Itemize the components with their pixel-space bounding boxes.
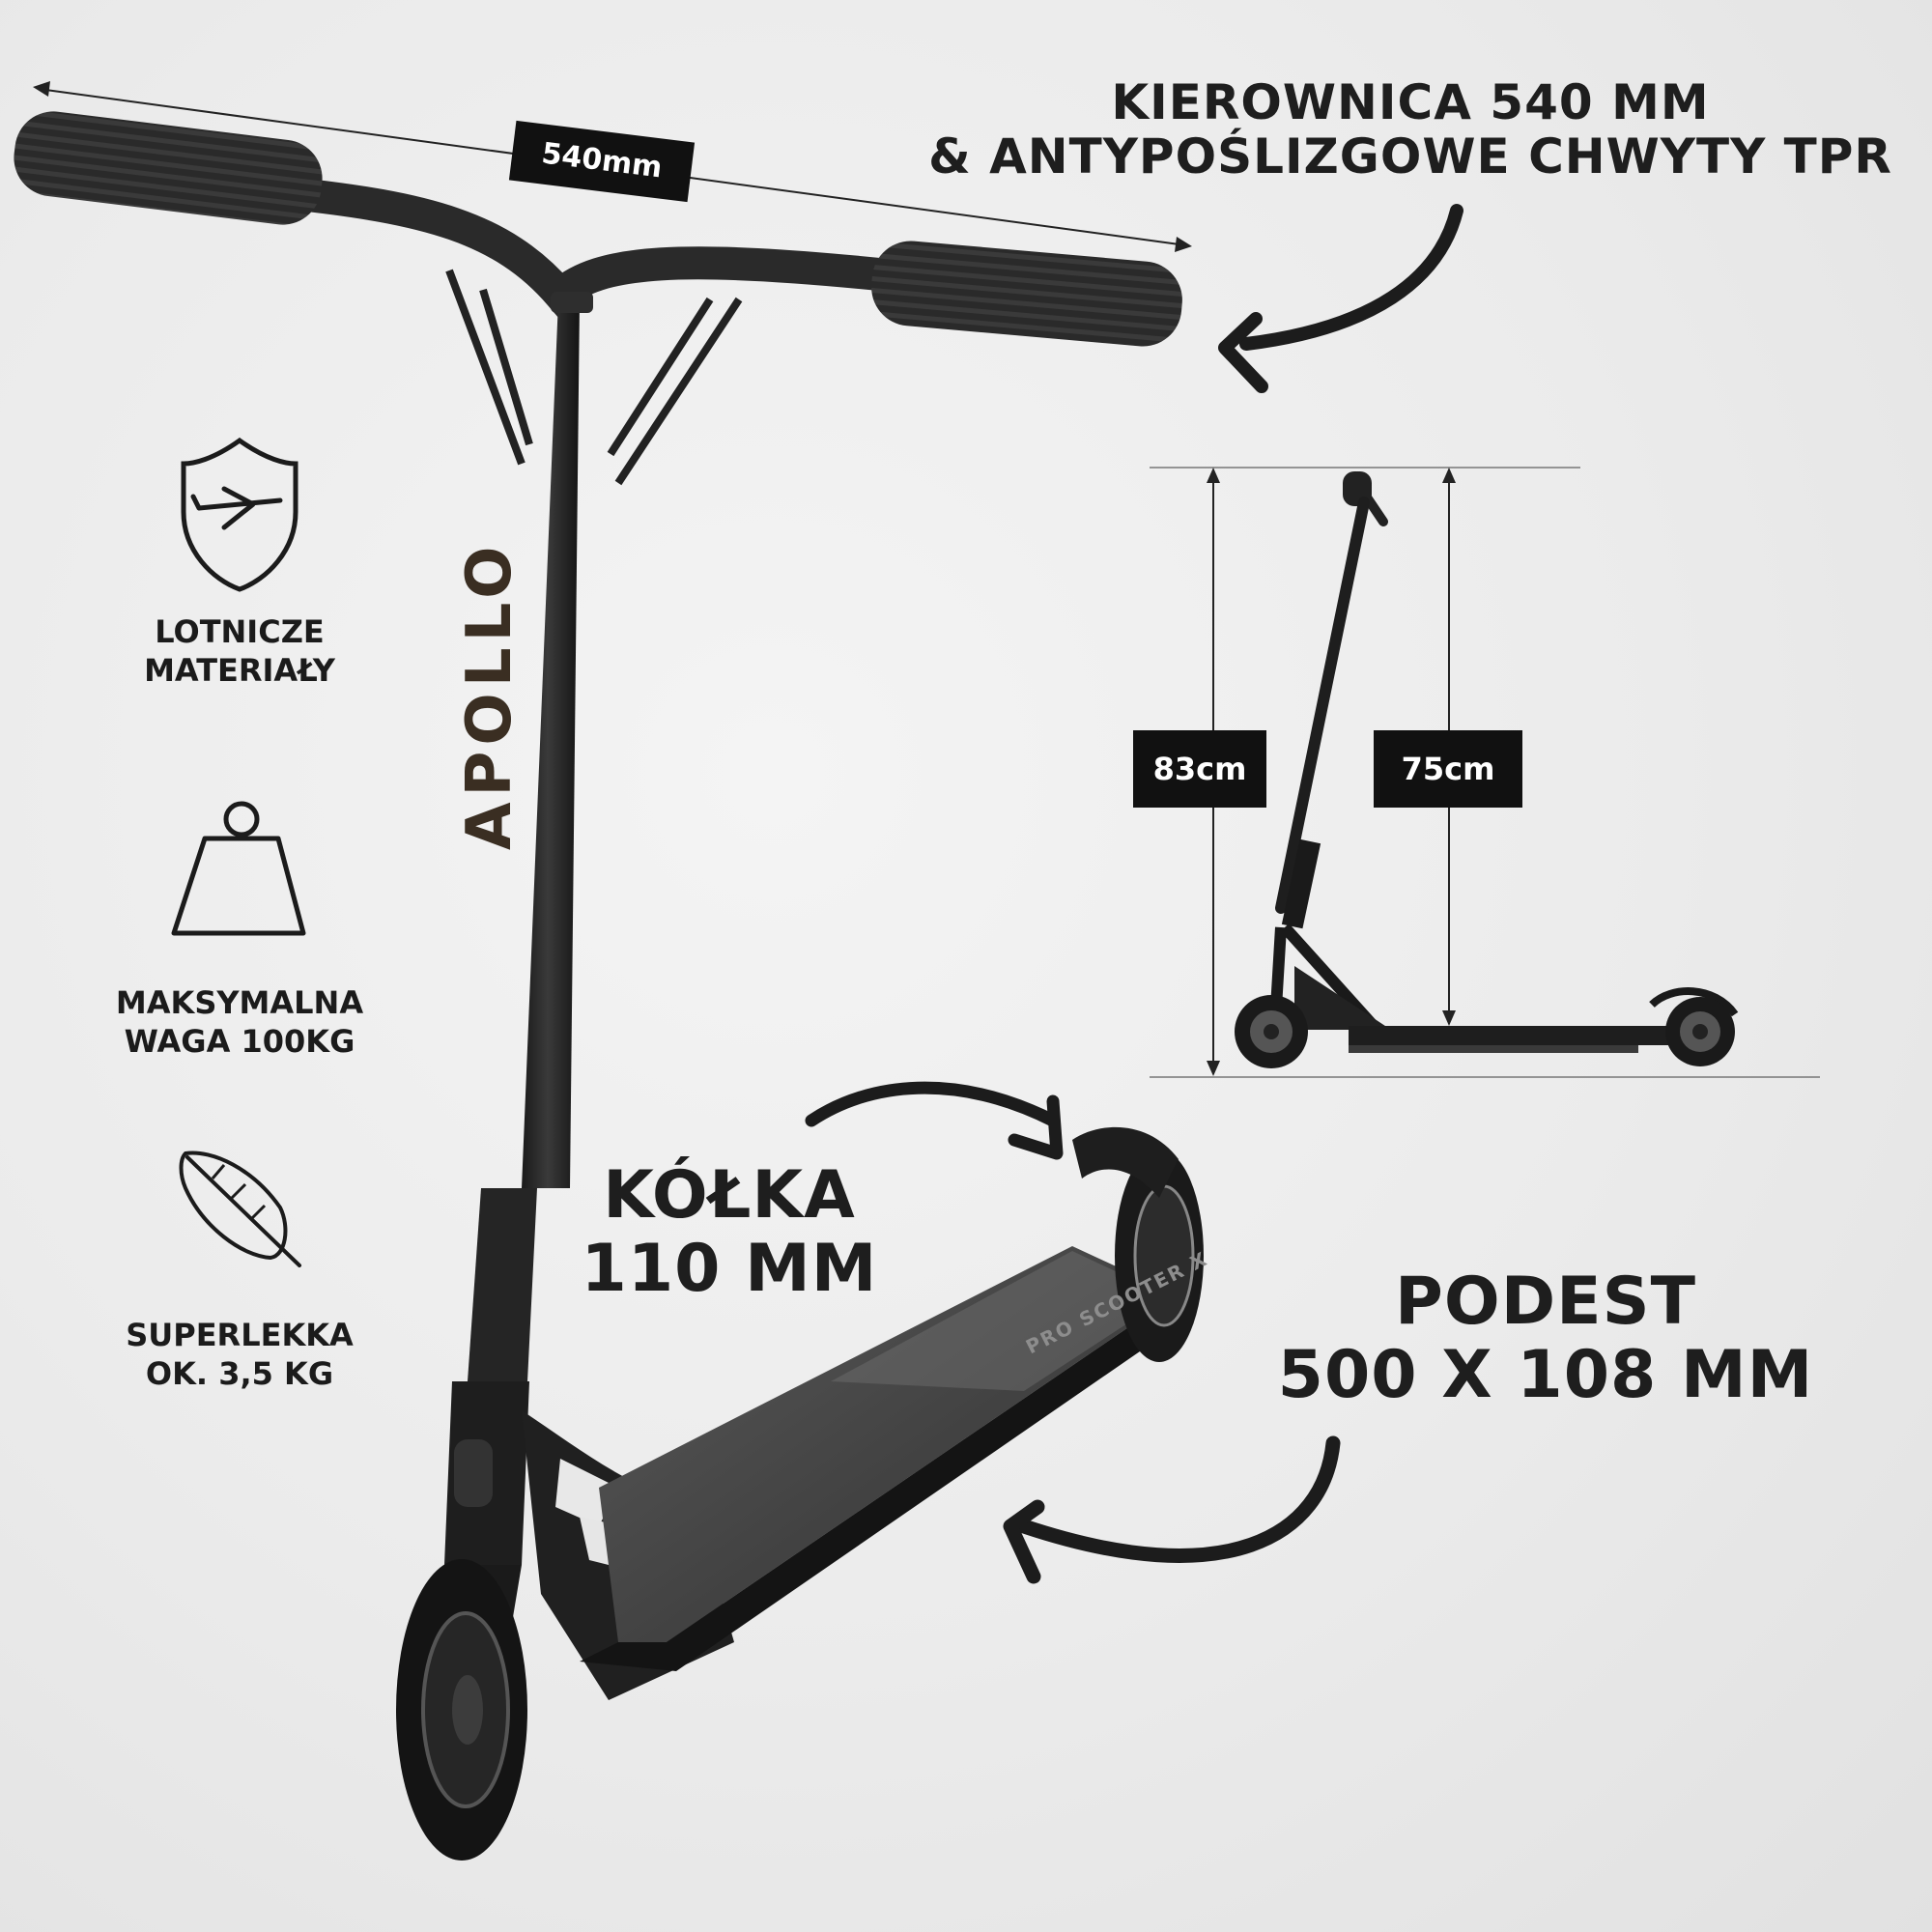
grip-right bbox=[871, 241, 1182, 347]
feature-label-materials-line1: LOTNICZE bbox=[155, 613, 325, 650]
weight-icon bbox=[171, 801, 306, 936]
shield-plane-icon bbox=[181, 437, 298, 592]
front-wheel-hub bbox=[452, 1675, 483, 1745]
feature-label-materials-line2: MATERIAŁY bbox=[144, 652, 335, 689]
deck-callout-line1: PODEST bbox=[1395, 1264, 1696, 1340]
rear-brake bbox=[1072, 1126, 1179, 1198]
handlebar-gusset-left bbox=[445, 269, 533, 466]
handlebar-title-line2: & ANTYPOŚLIZGOWE CHWYTY TPR bbox=[928, 128, 1892, 185]
deck-callout-line2: 500 X 108 MM bbox=[1277, 1337, 1814, 1414]
scooter-clamp bbox=[468, 1188, 537, 1381]
handlebar-title: KIEROWNICA 540 MM & ANTYPOŚLIZGOWE CHWYT… bbox=[898, 75, 1922, 184]
scooter-stem-collar bbox=[551, 292, 593, 313]
wheels-callout-line1: KÓŁKA bbox=[603, 1157, 856, 1234]
deck-grip-stripes bbox=[831, 1251, 1169, 1391]
feather-icon bbox=[179, 1151, 301, 1267]
feature-label-materials: LOTNICZE MATERIAŁY bbox=[75, 612, 404, 690]
total-height-tag: 83cm bbox=[1133, 730, 1266, 808]
feature-label-lightweight: SUPERLEKKA OK. 3,5 KG bbox=[75, 1316, 404, 1393]
feature-label-lightweight-line2: OK. 3,5 KG bbox=[145, 1355, 334, 1392]
handlebar-gusset-right bbox=[607, 297, 743, 486]
handlebar-title-line1: KIEROWNICA 540 MM bbox=[1111, 74, 1710, 130]
headtube-badge bbox=[454, 1439, 493, 1507]
feature-label-max-weight-line1: MAKSYMALNA bbox=[115, 984, 364, 1021]
grip-left bbox=[14, 111, 323, 225]
feature-label-lightweight-line1: SUPERLEKKA bbox=[126, 1317, 354, 1353]
feature-label-max-weight-line2: WAGA 100KG bbox=[124, 1023, 355, 1060]
deck-height-tag: 75cm bbox=[1374, 730, 1522, 808]
wheels-callout-line2: 110 MM bbox=[581, 1231, 878, 1308]
deck-callout: PODEST 500 X 108 MM bbox=[1275, 1264, 1816, 1414]
wheels-callout: KÓŁKA 110 MM bbox=[570, 1157, 889, 1308]
side-view-scooter bbox=[1235, 471, 1739, 1068]
scooter-stem bbox=[522, 299, 580, 1188]
feature-label-max-weight: MAKSYMALNA WAGA 100KG bbox=[75, 983, 404, 1061]
